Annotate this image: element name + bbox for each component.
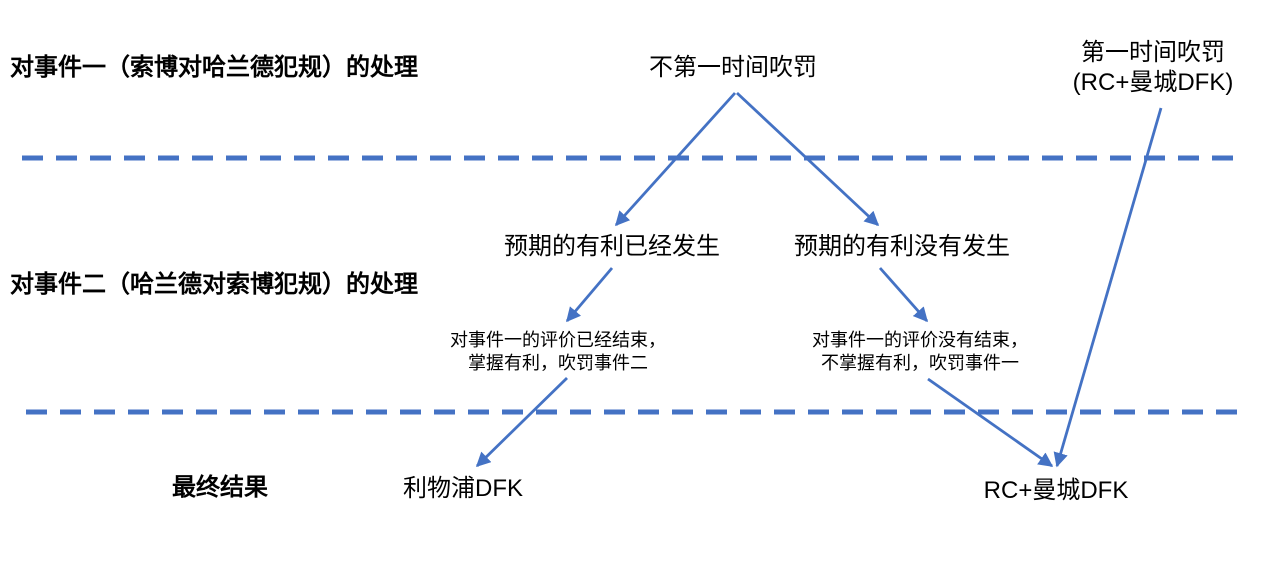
node-advantage-not-happened: 预期的有利没有发生	[794, 233, 1010, 260]
node-advantage-happened: 预期的有利已经发生	[504, 233, 720, 260]
section-label-event2: 对事件二（哈兰德对索博犯规）的处理	[10, 271, 418, 298]
node-not-immediate-whistle: 不第一时间吹罚	[649, 54, 817, 81]
note-evaluation-not-finished-line2: 不掌握有利，吹罚事件一	[821, 353, 1019, 373]
section-label-final-result: 最终结果	[172, 474, 268, 501]
edge-arrow-note_yes-to-result_liverpool	[475, 376, 568, 468]
edge-arrow-advantage_no-to-note_no	[878, 267, 929, 323]
edge-arrow-immediate-to-result_city	[1053, 107, 1163, 468]
note-evaluation-finished-line1: 对事件一的评价已经结束，	[450, 330, 666, 350]
edge-arrow-not_immediate-to-advantage_yes	[614, 92, 737, 227]
note-evaluation-not-finished-line1: 对事件一的评价没有结束，	[812, 330, 1028, 350]
note-evaluation-finished-line2: 掌握有利，吹罚事件二	[468, 353, 648, 373]
note-evaluation-not-finished: 对事件一的评价没有结束， 不掌握有利，吹罚事件一	[812, 329, 1028, 375]
section-label-event1: 对事件一（索博对哈兰德犯规）的处理	[10, 54, 418, 81]
node-immediate-whistle: 第一时间吹罚 (RC+曼城DFK)	[1073, 38, 1234, 98]
note-evaluation-finished: 对事件一的评价已经结束， 掌握有利，吹罚事件二	[450, 329, 666, 375]
edge-arrow-not_immediate-to-advantage_no	[736, 91, 880, 227]
edge-arrow-advantage_yes-to-note_yes	[565, 267, 614, 323]
result-liverpool-dfk: 利物浦DFK	[403, 475, 523, 502]
result-rc-city-dfk: RC+曼城DFK	[983, 477, 1129, 504]
node-immediate-whistle-line2: (RC+曼城DFK)	[1072, 69, 1234, 96]
edge-arrow-note_no-to-result_city	[927, 377, 1054, 468]
node-immediate-whistle-line1: 第一时间吹罚	[1080, 39, 1225, 66]
